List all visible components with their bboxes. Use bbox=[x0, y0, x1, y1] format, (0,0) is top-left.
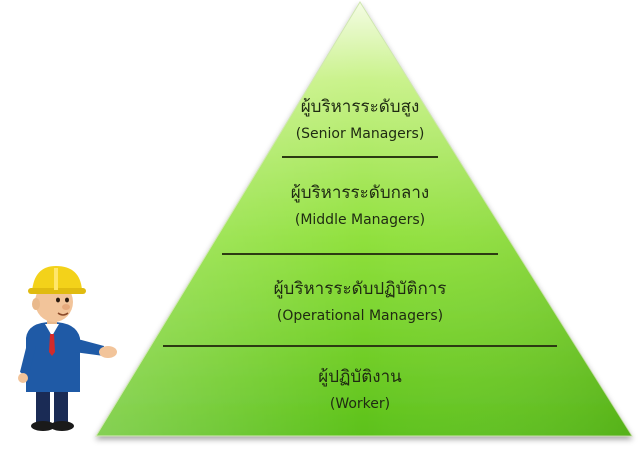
tier-middle-managers: ผู้บริหารระดับกลาง (Middle Managers) bbox=[160, 182, 560, 230]
tier-english-label: (Senior Managers) bbox=[295, 126, 425, 142]
tier-thai-label: ผู้ปฏิบัติงาน bbox=[318, 367, 402, 387]
pyramid-shade bbox=[96, 2, 632, 436]
tier-english-label: (Worker) bbox=[329, 396, 391, 412]
tier-thai-label: ผู้บริหารระดับสูง bbox=[300, 97, 420, 117]
tier-english-label: (Middle Managers) bbox=[294, 212, 426, 228]
construction-worker-icon bbox=[18, 266, 117, 431]
tier-operational-managers: ผู้บริหารระดับปฏิบัติการ (Operational Ma… bbox=[160, 278, 560, 326]
tier-thai-label: ผู้บริหารระดับปฏิบัติการ bbox=[273, 279, 447, 299]
tier-thai-label: ผู้บริหารระดับกลาง bbox=[290, 183, 430, 203]
tier-worker: ผู้ปฏิบัติงาน (Worker) bbox=[160, 366, 560, 414]
tier-senior-managers: ผู้บริหารระดับสูง (Senior Managers) bbox=[160, 96, 560, 144]
tier-english-label: (Operational Managers) bbox=[276, 308, 444, 324]
